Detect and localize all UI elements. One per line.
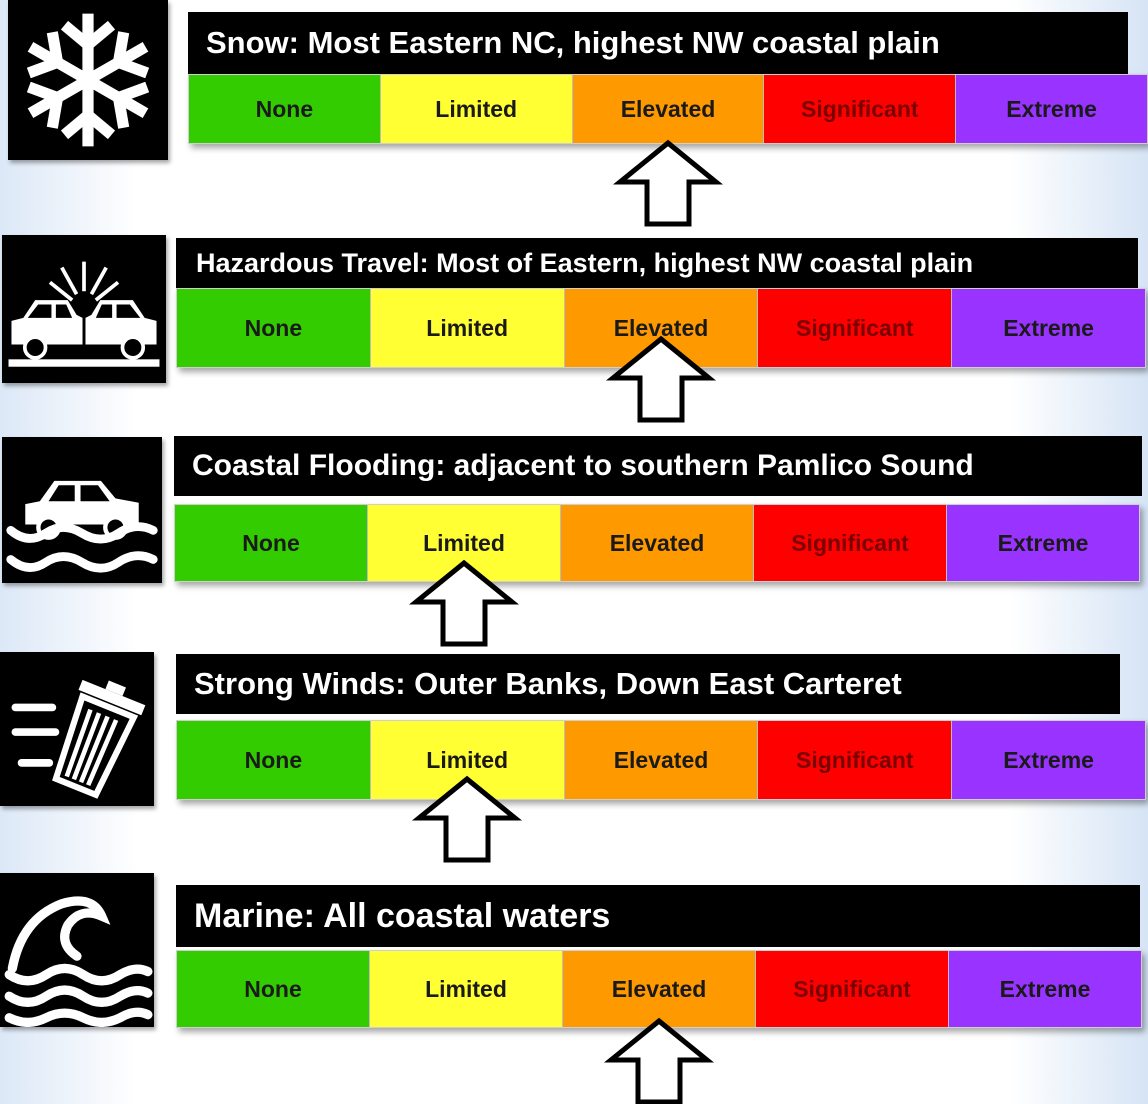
risk-level-extreme: Extreme xyxy=(952,721,1145,799)
risk-level-arrow xyxy=(408,559,519,647)
blowing-trash-can-icon xyxy=(0,652,154,806)
risk-level-limited: Limited xyxy=(370,951,563,1027)
risk-level-elevated: Elevated xyxy=(561,505,754,581)
risk-level-limited: Limited xyxy=(370,289,565,367)
car-crash-icon xyxy=(2,235,166,383)
hazard-title: Hazardous Travel: Most of Eastern, highe… xyxy=(176,238,1138,288)
risk-level-extreme: Extreme xyxy=(947,505,1139,581)
risk-level-significant: Significant xyxy=(758,289,953,367)
risk-level-extreme: Extreme xyxy=(952,289,1145,367)
hazard-title: Snow: Most Eastern NC, highest NW coasta… xyxy=(188,12,1128,74)
risk-level-arrow xyxy=(612,139,724,227)
risk-level-extreme: Extreme xyxy=(949,951,1141,1027)
hazard-title: Strong Winds: Outer Banks, Down East Car… xyxy=(176,654,1120,714)
risk-level-arrow xyxy=(603,1017,715,1104)
risk-level-limited: Limited xyxy=(380,75,573,143)
risk-level-none: None xyxy=(175,505,368,581)
snowflake-icon xyxy=(8,0,168,160)
risk-level-arrow xyxy=(411,775,523,863)
risk-level-significant: Significant xyxy=(764,75,957,143)
risk-level-none: None xyxy=(189,75,381,143)
hazard-title: Coastal Flooding: adjacent to southern P… xyxy=(174,436,1142,496)
hazard-title: Marine: All coastal waters xyxy=(176,885,1140,947)
ocean-wave-icon xyxy=(0,873,154,1027)
risk-level-none: None xyxy=(177,721,371,799)
risk-level-none: None xyxy=(177,289,371,367)
risk-level-significant: Significant xyxy=(756,951,949,1027)
risk-level-arrow xyxy=(605,335,717,423)
risk-level-elevated: Elevated xyxy=(563,951,756,1027)
risk-level-none: None xyxy=(177,951,370,1027)
risk-level-elevated: Elevated xyxy=(564,721,759,799)
risk-level-significant: Significant xyxy=(758,721,953,799)
car-flood-icon xyxy=(2,437,162,583)
risk-level-significant: Significant xyxy=(754,505,947,581)
risk-level-extreme: Extreme xyxy=(956,75,1147,143)
risk-level-elevated: Elevated xyxy=(572,75,765,143)
